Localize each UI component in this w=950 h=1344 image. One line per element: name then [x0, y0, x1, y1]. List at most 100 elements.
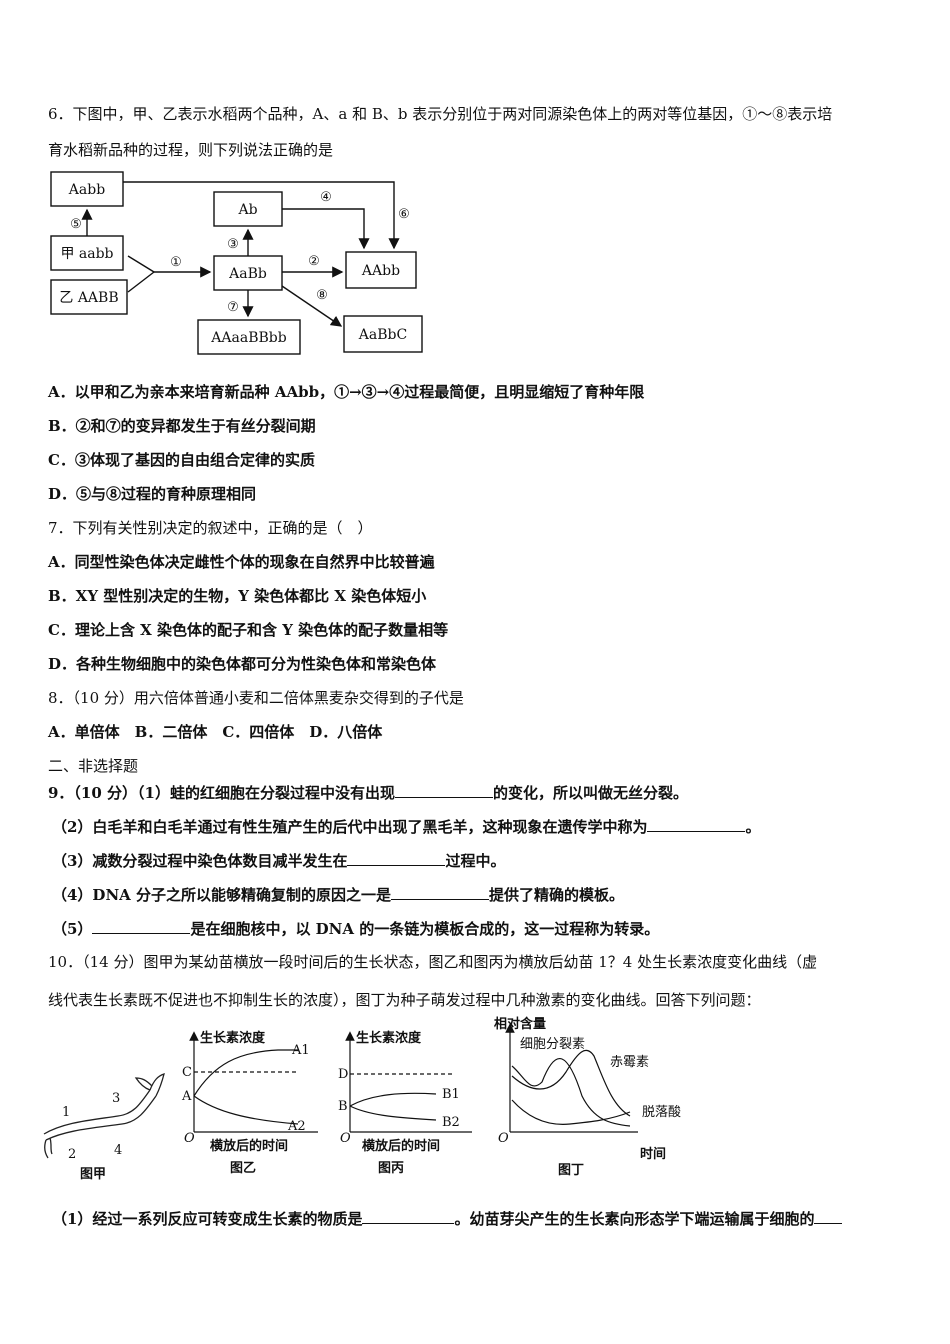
q10-part1: （1）经过一系列反应可转变成生长素的物质是。幼苗芽尖产生的生长素向形态学下端运输…	[52, 1208, 843, 1229]
origin: O	[340, 1131, 351, 1146]
label-b2: B2	[442, 1115, 460, 1130]
x-label: 横放后的时间	[210, 1138, 288, 1154]
caption-ding: 图丁	[558, 1163, 584, 1178]
q9-p1-after: 的变化，所以叫做无丝分裂。	[492, 784, 688, 802]
label-poly: AAaaBBbb	[210, 330, 286, 346]
label-abscisic-acid: 脱落酸	[642, 1105, 681, 1120]
q9-p2-before: （2）白毛羊和白毛羊通过有性生殖产生的后代中出现了黑毛羊，这种现象在遗传学中称为	[52, 818, 648, 836]
q9-p3-after: 过程中。	[445, 852, 506, 870]
num-4: ④	[320, 190, 332, 205]
label-a2: A2	[287, 1119, 306, 1134]
label-b1: B1	[442, 1087, 460, 1102]
q8-options: A．单倍体 B．二倍体 C．四倍体 D．八倍体	[48, 723, 383, 741]
q9-p3-before: （3）减数分裂过程中染色体数目减半发生在	[52, 852, 348, 870]
label-gibberellin: 赤霉素	[610, 1055, 649, 1070]
point-2: 2	[68, 1147, 76, 1162]
label-aabbc: AaBbC	[358, 327, 407, 343]
figure-yi: 生长素浓度 C A A1 A2 O 横放后的时间 图乙	[181, 1030, 318, 1176]
label-c: C	[182, 1065, 192, 1080]
figure-bing: 生长素浓度 D B B1 B2 O 横放后的时间 图丙	[338, 1030, 472, 1176]
box-jia	[50, 235, 124, 271]
q6-stem-line1: 6．下图中，甲、乙表示水稻两个品种，A、a 和 B、b 表示分别位于两对同源染色…	[48, 105, 833, 123]
figure-jia: 1 2 3 4 图甲	[43, 1073, 165, 1180]
num-8: ⑧	[316, 288, 328, 303]
label-b: B	[338, 1099, 348, 1114]
root-tip	[44, 1139, 49, 1159]
origin: O	[498, 1131, 509, 1146]
q9-part1: 9．（10 分）（1）蛙的红细胞在分裂过程中没有出现 的变化，所以叫做无丝分裂。	[48, 782, 688, 803]
x-label: 横放后的时间	[362, 1138, 440, 1154]
q9-p2-after: 。	[745, 818, 761, 836]
answer-blank[interactable]	[814, 1208, 843, 1224]
q7-stem: 7．下列有关性别决定的叙述中，正确的是（ ）	[48, 519, 373, 537]
label-jia: 甲 aabb	[60, 246, 113, 262]
q7-option-a: A．同型性染色体决定雌性个体的现象在自然界中比较普遍	[48, 553, 435, 571]
curve-gibberellin	[511, 1049, 631, 1117]
q9-part4: （4）DNA 分子之所以能够精确复制的原因之一是 提供了精确的模板。	[52, 884, 624, 905]
num-6: ⑥	[398, 207, 410, 222]
q10-stem-line1: 10．（14 分）图甲为某幼苗横放一段时间后的生长状态，图乙和图丙为横放后幼苗 …	[48, 953, 818, 971]
caption-jia: 图甲	[80, 1167, 106, 1180]
q9-p4-after: 提供了精确的模板。	[489, 886, 625, 904]
q9-part5: （5）是在细胞核中，以 DNA 的一条链为模板合成的，这一过程称为转录。	[52, 918, 659, 939]
label-cytokinin: 细胞分裂素	[520, 1037, 585, 1052]
section-heading: 二、非选择题	[48, 757, 139, 775]
label-aabb-mid: AaBb	[228, 266, 267, 282]
curve-b2	[349, 1105, 437, 1121]
point-3: 3	[112, 1091, 120, 1106]
breeding-diagram: Aabb 甲 aabb 乙 AABB Ab AaBb AAbb AAaaBBbb…	[50, 171, 423, 355]
curve-abscisic-acid	[511, 1099, 631, 1125]
answer-blank[interactable]	[647, 816, 746, 832]
arrow-6	[123, 181, 400, 250]
x-label: 时间	[640, 1146, 666, 1162]
label-yi: 乙 AABB	[59, 290, 118, 306]
q9-part3: （3）减数分裂过程中染色体数目减半发生在 过程中。	[52, 850, 505, 871]
y-label: 生长素浓度	[200, 1030, 266, 1046]
seedling-leaf	[134, 1077, 153, 1091]
origin: O	[184, 1131, 195, 1146]
num-7: ⑦	[227, 300, 239, 315]
label-d: D	[338, 1067, 348, 1082]
q6-option-b: B．②和⑦的变异都发生于有丝分裂间期	[48, 417, 316, 435]
answer-blank[interactable]	[391, 884, 490, 900]
box-aabb-top	[50, 171, 124, 207]
cross-bracket	[127, 255, 156, 293]
point-4: 4	[114, 1143, 122, 1158]
q7-option-d: D．各种生物细胞中的染色体都可分为性染色体和常染色体	[48, 655, 437, 673]
q9-part2: （2）白毛羊和白毛羊通过有性生殖产生的后代中出现了黑毛羊，这种现象在遗传学中称为…	[52, 816, 760, 837]
curve-cytokinin	[511, 1058, 631, 1127]
box-aabbc	[343, 315, 423, 353]
y-label: 生长素浓度	[356, 1030, 422, 1046]
q6-option-a: A．以甲和乙为亲本来培育新品种 AAbb，①→③→④过程最简便，且明显缩短了育种…	[48, 383, 645, 401]
box-poly	[197, 319, 301, 355]
num-2: ②	[308, 254, 320, 269]
curve-a2	[193, 1095, 299, 1125]
q8-stem: 8．（10 分）用六倍体普通小麦和二倍体黑麦杂交得到的子代是	[48, 689, 464, 707]
q9-p1-before: 9．（10 分）（1）蛙的红细胞在分裂过程中没有出现	[48, 784, 395, 802]
label-ab: Ab	[237, 202, 257, 218]
num-5: ⑤	[70, 217, 82, 232]
q10-p1-before: （1）经过一系列反应可转变成生长素的物质是	[52, 1210, 363, 1228]
curve-a1	[193, 1049, 298, 1097]
seedling-bud	[149, 1073, 165, 1097]
q7-option-b: B．XY 型性别决定的生物，Y 染色体都比 X 染色体短小	[48, 587, 427, 605]
q6-option-c: C．③体现了基因的自由组合定律的实质	[48, 451, 315, 469]
caption-yi: 图乙	[230, 1161, 256, 1176]
box-aabb-right	[345, 251, 417, 289]
arrow-8	[281, 285, 343, 327]
q6-option-d: D．⑤与⑧过程的育种原理相同	[48, 485, 257, 503]
q9-p5-before: （5）	[52, 920, 93, 938]
label-aabb-right: AAbb	[361, 263, 400, 279]
answer-blank[interactable]	[362, 1208, 455, 1224]
curve-b1	[349, 1092, 437, 1107]
num-3: ③	[227, 237, 239, 252]
answer-blank[interactable]	[394, 782, 493, 798]
answer-blank[interactable]	[347, 850, 446, 866]
seedling-stem-top	[43, 1089, 151, 1135]
q9-p4-before: （4）DNA 分子之所以能够精确复制的原因之一是	[52, 886, 392, 904]
answer-blank[interactable]	[92, 918, 191, 934]
num-1: ①	[170, 255, 182, 270]
q7-option-c: C．理论上含 X 染色体的配子和含 Y 染色体的配子数量相等	[48, 621, 449, 639]
y-label: 相对含量	[494, 1016, 546, 1032]
q6-stem-line2: 育水稻新品种的过程，则下列说法正确的是	[48, 141, 334, 159]
